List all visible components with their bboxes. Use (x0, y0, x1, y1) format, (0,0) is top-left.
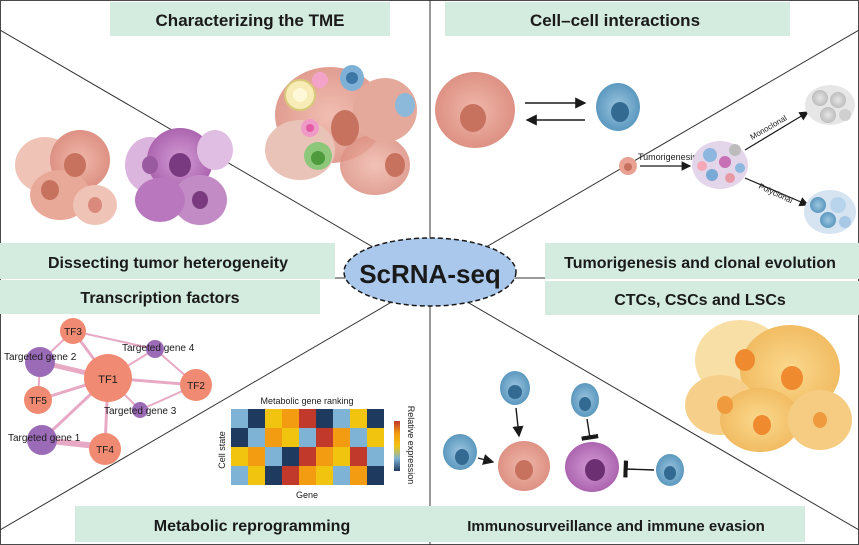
tf-network-labels: TF1 TF2 TF3 TF4 TF5 Targeted gene 1 Targ… (4, 327, 205, 456)
heatmap-cell (231, 428, 248, 447)
heatmap-grid (231, 409, 384, 485)
node-tf5 (24, 386, 52, 414)
heatmap-cell (248, 447, 265, 466)
title-immuno: Immunosurveillance and immune evasion (467, 518, 765, 535)
heatmap-cell (282, 466, 299, 485)
heatmap-cell (333, 466, 350, 485)
title-heterogeneity: Dissecting tumor heterogeneity (48, 255, 288, 272)
tme-cell-cluster (265, 65, 417, 195)
heatmap-cell (231, 409, 248, 428)
heatmap-cell (316, 428, 333, 447)
heterogeneity-purple-cluster (125, 128, 233, 225)
node-gene2 (25, 347, 55, 377)
node-tf2 (180, 369, 212, 401)
heatmap-cell (248, 409, 265, 428)
node-gene3 (132, 402, 148, 418)
node-tf4 (89, 433, 121, 465)
heatmap-cell (333, 428, 350, 447)
polyclonal-cluster (804, 190, 856, 234)
heatmap-cell (282, 409, 299, 428)
label-gene3: Targeted gene 3 (104, 406, 177, 417)
heatmap-cell (367, 466, 384, 485)
heatmap-cell (316, 447, 333, 466)
title-cell-interactions: Cell–cell interactions (530, 11, 700, 30)
heatmap-legend-bar (394, 421, 400, 471)
title-transcription: Transcription factors (80, 290, 239, 307)
surveilled-tumor-cell (498, 441, 550, 491)
ctc-cluster (685, 320, 852, 452)
heatmap-cell (299, 409, 316, 428)
heatmap-xlabel: Gene (296, 490, 318, 500)
heterogeneity-pink-cluster (15, 130, 117, 225)
heatmap-cell (282, 447, 299, 466)
heatmap-cell (316, 466, 333, 485)
label-tf1: TF1 (98, 374, 118, 386)
heatmap-cell (367, 428, 384, 447)
title-tme: Characterizing the TME (156, 11, 345, 30)
label-gene4: Targeted gene 4 (122, 343, 195, 354)
node-tf3 (60, 318, 86, 344)
tf-network-nodes (24, 318, 212, 465)
heatmap-cell (350, 409, 367, 428)
heatmap-cell (333, 447, 350, 466)
title-ctcs: CTCs, CSCs and LSCs (614, 292, 786, 309)
interaction-tumor-cell (435, 72, 515, 148)
node-gene4 (146, 340, 164, 358)
heatmap-cell (333, 409, 350, 428)
immune-arrows (477, 407, 655, 478)
immune-cell-top-left (500, 371, 530, 405)
heatmap-cell (248, 466, 265, 485)
center-badge: ScRNA-seq (343, 237, 517, 307)
evading-tumor-cell (565, 442, 619, 492)
heatmap-cell (299, 447, 316, 466)
interaction-arrows (525, 97, 587, 126)
heatmap-ylabel: Cell state (217, 431, 227, 469)
label-tf3: TF3 (64, 327, 82, 338)
heatmap-cell (231, 447, 248, 466)
center-label: ScRNA-seq (359, 259, 501, 289)
label-tf5: TF5 (29, 396, 47, 407)
immune-cell-right (656, 454, 684, 486)
node-tf1 (84, 354, 132, 402)
heatmap-cell (299, 428, 316, 447)
monoclonal-cluster (805, 85, 855, 125)
tumorigenesis-label: Tumorigenesis (638, 152, 697, 162)
node-gene1 (27, 425, 57, 455)
heatmap-cell (316, 409, 333, 428)
immune-cell-top-right (571, 383, 599, 417)
heatmap-cell (282, 428, 299, 447)
interaction-immune-cell (596, 83, 640, 131)
label-gene2: Targeted gene 2 (4, 352, 77, 363)
heatmap-cell (299, 466, 316, 485)
heatmap-cell (265, 409, 282, 428)
label-gene1: Targeted gene 1 (8, 433, 81, 444)
heatmap-cell (367, 409, 384, 428)
heatmap-legend-label: Relative expression (406, 406, 416, 485)
heatmap-cell (350, 447, 367, 466)
label-tf2: TF2 (187, 381, 205, 392)
heatmap-cell (265, 447, 282, 466)
heatmap-cell (350, 428, 367, 447)
immune-cell-left (443, 434, 477, 470)
heatmap-cell (265, 428, 282, 447)
label-tf4: TF4 (96, 445, 114, 456)
heatmap-cell (265, 466, 282, 485)
heatmap-cell (231, 466, 248, 485)
title-tumorigenesis: Tumorigenesis and clonal evolution (564, 255, 836, 272)
title-metabolic: Metabolic reprogramming (154, 518, 350, 535)
heatmap-title: Metabolic gene ranking (260, 396, 353, 406)
heatmap-cell (350, 466, 367, 485)
heatmap-cell (367, 447, 384, 466)
heatmap-cell (248, 428, 265, 447)
